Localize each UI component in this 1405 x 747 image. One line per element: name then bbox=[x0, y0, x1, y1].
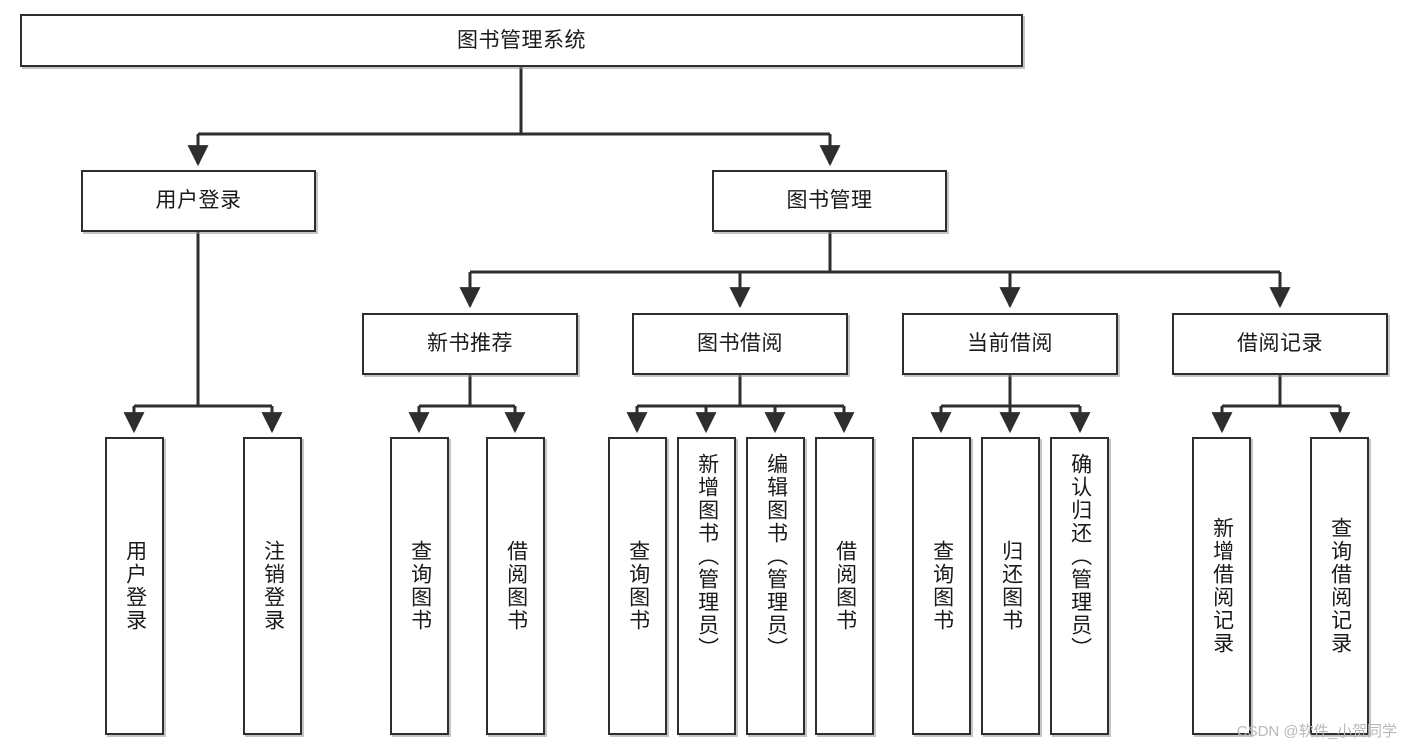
node-leaf-user-login[interactable]: 用户登录 bbox=[105, 437, 164, 735]
csdn-watermark: CSDN @软件_小贺同学 bbox=[1236, 723, 1397, 740]
node-book-manage[interactable]: 图书管理 bbox=[712, 170, 947, 232]
node-root-label: 图书管理系统 bbox=[457, 28, 586, 52]
node-new-book-recommend-label: 新书推荐 bbox=[427, 332, 513, 356]
node-leaf-query-book-3[interactable]: 查询图书 bbox=[912, 437, 971, 735]
node-leaf-query-record-label: 查询借阅记录 bbox=[1328, 517, 1352, 655]
node-leaf-borrow-book-2-label: 借阅图书 bbox=[833, 540, 857, 632]
node-leaf-return-book-label: 归还图书 bbox=[999, 540, 1023, 632]
node-leaf-borrow-book-1[interactable]: 借阅图书 bbox=[486, 437, 545, 735]
node-leaf-query-book-1[interactable]: 查询图书 bbox=[390, 437, 449, 735]
node-leaf-query-book-3-label: 查询图书 bbox=[930, 540, 954, 632]
node-leaf-user-logout-label: 注销登录 bbox=[261, 540, 285, 632]
node-leaf-borrow-book-1-label: 借阅图书 bbox=[504, 540, 528, 632]
node-leaf-user-login-label: 用户登录 bbox=[123, 540, 147, 632]
node-leaf-query-record[interactable]: 查询借阅记录 bbox=[1310, 437, 1369, 735]
node-leaf-confirm-return-label: 确认归还（管理员） bbox=[1068, 453, 1092, 660]
node-book-manage-label: 图书管理 bbox=[786, 189, 873, 213]
node-new-book-recommend[interactable]: 新书推荐 bbox=[362, 313, 578, 375]
node-leaf-add-book[interactable]: 新增图书（管理员） bbox=[677, 437, 736, 735]
node-leaf-return-book[interactable]: 归还图书 bbox=[981, 437, 1040, 735]
node-borrow-record-label: 借阅记录 bbox=[1237, 332, 1323, 356]
node-leaf-query-book-2-label: 查询图书 bbox=[626, 540, 650, 632]
node-leaf-query-book-1-label: 查询图书 bbox=[408, 540, 432, 632]
node-leaf-add-book-label: 新增图书（管理员） bbox=[695, 453, 719, 660]
node-book-borrow-label: 图书借阅 bbox=[697, 332, 783, 356]
node-current-borrow[interactable]: 当前借阅 bbox=[902, 313, 1118, 375]
node-leaf-add-record[interactable]: 新增借阅记录 bbox=[1192, 437, 1251, 735]
node-leaf-edit-book-label: 编辑图书（管理员） bbox=[764, 453, 788, 660]
node-borrow-record[interactable]: 借阅记录 bbox=[1172, 313, 1388, 375]
node-leaf-borrow-book-2[interactable]: 借阅图书 bbox=[815, 437, 874, 735]
node-leaf-confirm-return[interactable]: 确认归还（管理员） bbox=[1050, 437, 1109, 735]
node-leaf-user-logout[interactable]: 注销登录 bbox=[243, 437, 302, 735]
node-user-login-label: 用户登录 bbox=[155, 189, 242, 213]
node-book-borrow[interactable]: 图书借阅 bbox=[632, 313, 848, 375]
node-leaf-edit-book[interactable]: 编辑图书（管理员） bbox=[746, 437, 805, 735]
node-current-borrow-label: 当前借阅 bbox=[967, 332, 1053, 356]
node-leaf-add-record-label: 新增借阅记录 bbox=[1210, 517, 1234, 655]
node-leaf-query-book-2[interactable]: 查询图书 bbox=[608, 437, 667, 735]
node-root[interactable]: 图书管理系统 bbox=[20, 14, 1023, 67]
node-user-login[interactable]: 用户登录 bbox=[81, 170, 316, 232]
